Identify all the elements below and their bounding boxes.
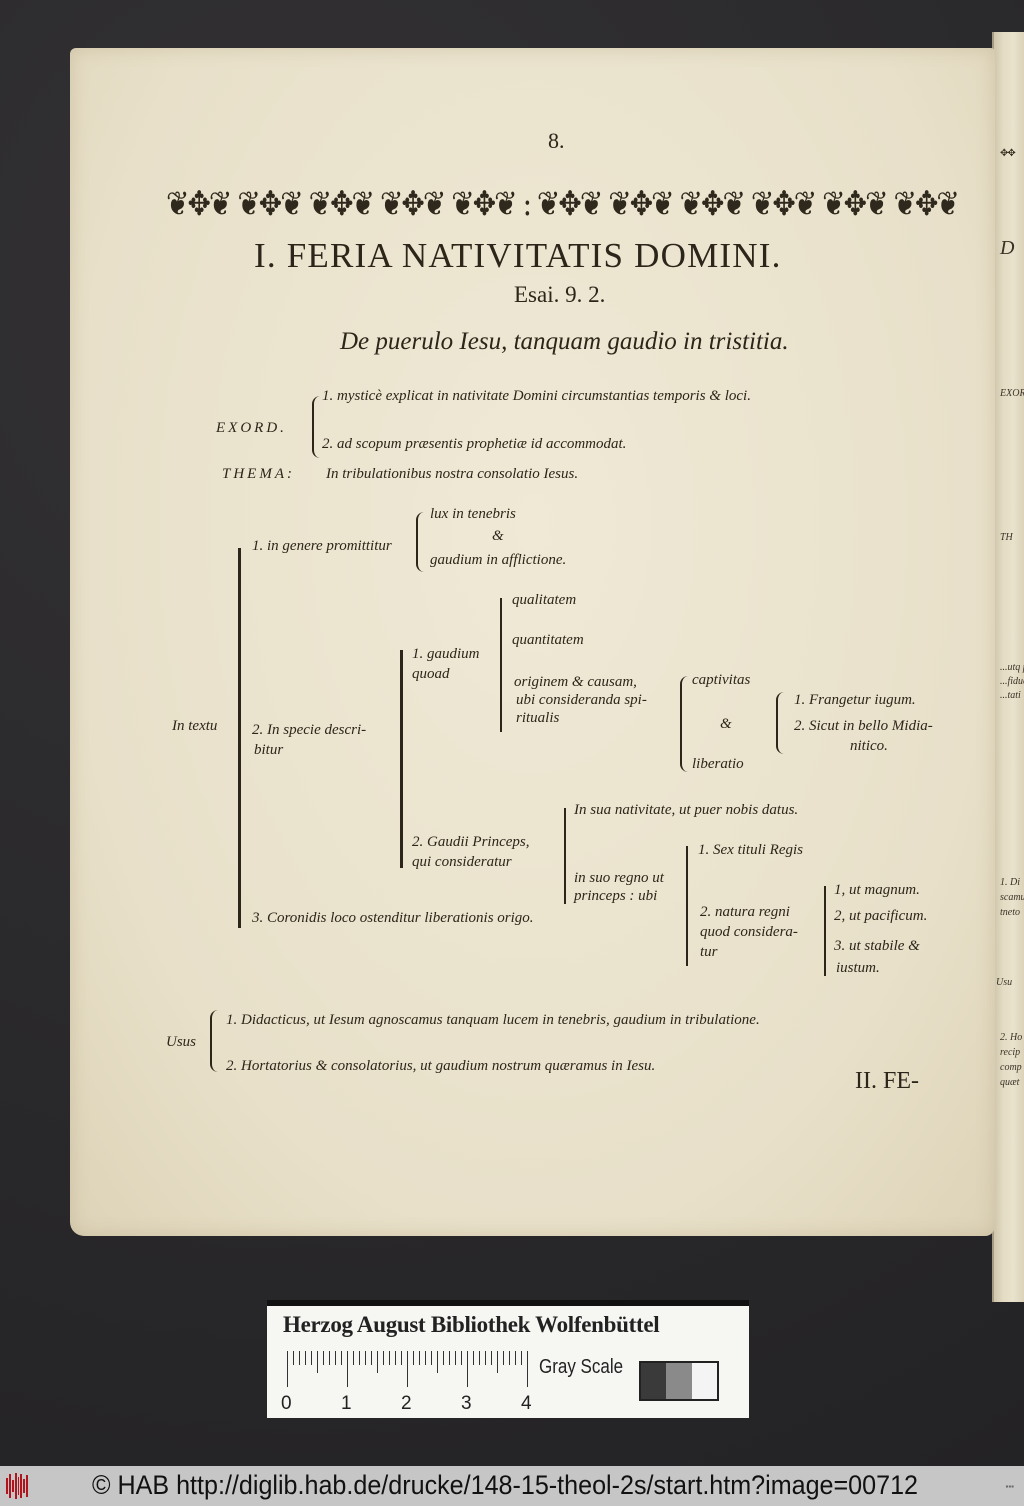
fragment: ...fidue. tris (1000, 676, 1024, 687)
library-name: Herzog August Bibliothek Wolfenbüttel (283, 1312, 660, 1337)
ruler-number: 2 (401, 1393, 412, 1414)
exordium-item-1: 1. mysticè explicat in nativitate Domini… (322, 388, 751, 404)
origin-line-2: ubi consideranda spi- (516, 692, 647, 708)
specie-bracket-line (400, 650, 403, 868)
quantitatem: quantitatem (512, 632, 584, 648)
fragment: 1. Di (1000, 877, 1020, 888)
next-page-edge: ✥✥ D EXORD. TH ...utq propo ...fidue. tr… (992, 32, 1024, 1302)
main-bracket-line (238, 548, 241, 928)
princeps-label-2: qui consideratur (412, 854, 512, 870)
gaudium-quoad-2: quoad (412, 666, 450, 682)
usus-brace (210, 1010, 222, 1072)
fragment: ...utq propo (1000, 662, 1024, 673)
nativitate-text: In sua nativitate, ut puer nobis datus. (574, 802, 799, 818)
natura-bracket-line (824, 886, 826, 976)
sermon-subtitle: De puerulo Iesu, tanquam gaudio in trist… (340, 328, 789, 355)
page-title: I. FERIA NATIVITATIS DOMINI. (254, 236, 782, 275)
fragment: recip (1000, 1047, 1021, 1058)
quoad-bracket-line (500, 598, 502, 732)
captivitas-brace (680, 676, 688, 772)
fragment: Usu (996, 977, 1013, 988)
fragment: comp (1000, 1062, 1022, 1073)
ruler-number: 3 (461, 1393, 472, 1414)
princeps-label-1: 2. Gaudii Princeps, (412, 834, 530, 850)
origin-line-1: originem & causam, (514, 674, 637, 690)
fragment: quæt (1000, 1077, 1020, 1088)
regno-line-2: princeps : ubi (574, 888, 658, 904)
exordium-brace (312, 396, 322, 458)
fragment: D (1000, 237, 1015, 259)
usus-item-2: 2. Hortatorius & consolatorius, ut gaudi… (226, 1058, 656, 1074)
fragment: tneto (1000, 907, 1020, 918)
princeps-bracket-line (564, 808, 566, 904)
ornament-band: ❦✥❦❦✥❦❦✥❦❦✥❦❦✥❦ : ❦✥❦❦✥❦❦✥❦❦✥❦❦✥❦❦✥❦ (166, 183, 960, 223)
swatch-mid (666, 1363, 692, 1399)
natura-item-1: 1, ut magnum. (834, 882, 920, 898)
regno-bracket-line (686, 846, 688, 966)
exordium-item-2: 2. ad scopum præsentis prophetiæ id acco… (322, 436, 627, 452)
natura-item-2: 2, ut pacificum. (834, 908, 928, 924)
gaudium-text: gaudium in afflictione. (430, 552, 567, 568)
ruler-number: 1 (341, 1393, 352, 1414)
catchword: II. FE- (855, 1068, 919, 1094)
in-specie-label-1: 2. In specie descri- (252, 722, 367, 738)
lux-text: lux in tenebris (430, 506, 516, 522)
ampersand: & (492, 528, 504, 544)
qualitatem: qualitatem (512, 592, 577, 608)
page-number: 8. (548, 128, 565, 153)
usus-label: Usus (166, 1034, 197, 1050)
liberatio-brace (776, 692, 788, 754)
copyright-link[interactable]: © HAB http://diglib.hab.de/drucke/148-15… (92, 1470, 918, 1500)
usus-item-1: 1. Didacticus, ut Iesum agnoscamus tanqu… (226, 1012, 760, 1028)
liberatio-item-2b: nitico. (850, 738, 888, 754)
exordium-label: EXORD. (216, 420, 287, 436)
sex-tituli: 1. Sex tituli Regis (698, 842, 803, 858)
in-genere-brace (416, 512, 426, 572)
thema-text: In tribulationibus nostra consolatio Ies… (326, 466, 579, 482)
ampersand-2: & (720, 716, 732, 732)
ruler-scale: 0 1 2 3 4 (281, 1351, 532, 1414)
in-genere-label: 1. in genere promittitur (252, 538, 392, 554)
fragment: TH (1000, 532, 1013, 543)
library-color-card: Herzog August Bibliothek Wolfenbüttel 0 … (267, 1300, 749, 1418)
origin-line-3: ritualis (516, 710, 560, 726)
gaudium-quoad-1: 1. gaudium (412, 646, 480, 662)
swatch-light (691, 1363, 717, 1399)
in-textu-label: In textu (172, 718, 218, 734)
thema-label: THEMA: (222, 466, 295, 482)
fragment: ...tati (1000, 690, 1021, 701)
gray-scale-label: Gray Scale (539, 1356, 624, 1378)
fragment: 2. Ho (1000, 1032, 1023, 1043)
liberatio: liberatio (692, 756, 744, 772)
ruler-number: 0 (281, 1393, 292, 1414)
gray-scale-swatches (639, 1361, 719, 1401)
natura-line-3: tur (700, 944, 718, 960)
coronidis-text: 3. Coronidis loco ostenditur liberationi… (252, 910, 534, 926)
natura-line-2: quod considera- (700, 924, 798, 940)
footer-mark: ▪▪▪ (1005, 1482, 1014, 1491)
fragment: scamu (1000, 892, 1024, 903)
in-specie-label-2: bitur (254, 742, 284, 758)
regno-line-1: in suo regno ut (574, 870, 664, 886)
fragment: EXORD. (1000, 388, 1024, 399)
liberatio-item-2: 2. Sicut in bello Midia- (794, 718, 933, 734)
hab-logo-icon (6, 1472, 28, 1500)
scripture-reference: Esai. 9. 2. (514, 282, 606, 307)
ruler-number: 4 (521, 1393, 532, 1414)
swatch-dark (641, 1363, 667, 1399)
book-page (70, 48, 995, 1236)
natura-item-3b: iustum. (836, 960, 880, 976)
captivitas: captivitas (692, 672, 751, 688)
natura-item-3: 3. ut stabile & (834, 938, 920, 954)
liberatio-item-1: 1. Frangetur iugum. (794, 692, 916, 708)
natura-line-1: 2. natura regni (700, 904, 790, 920)
footer-bar: © HAB http://diglib.hab.de/drucke/148-15… (0, 1466, 1024, 1506)
